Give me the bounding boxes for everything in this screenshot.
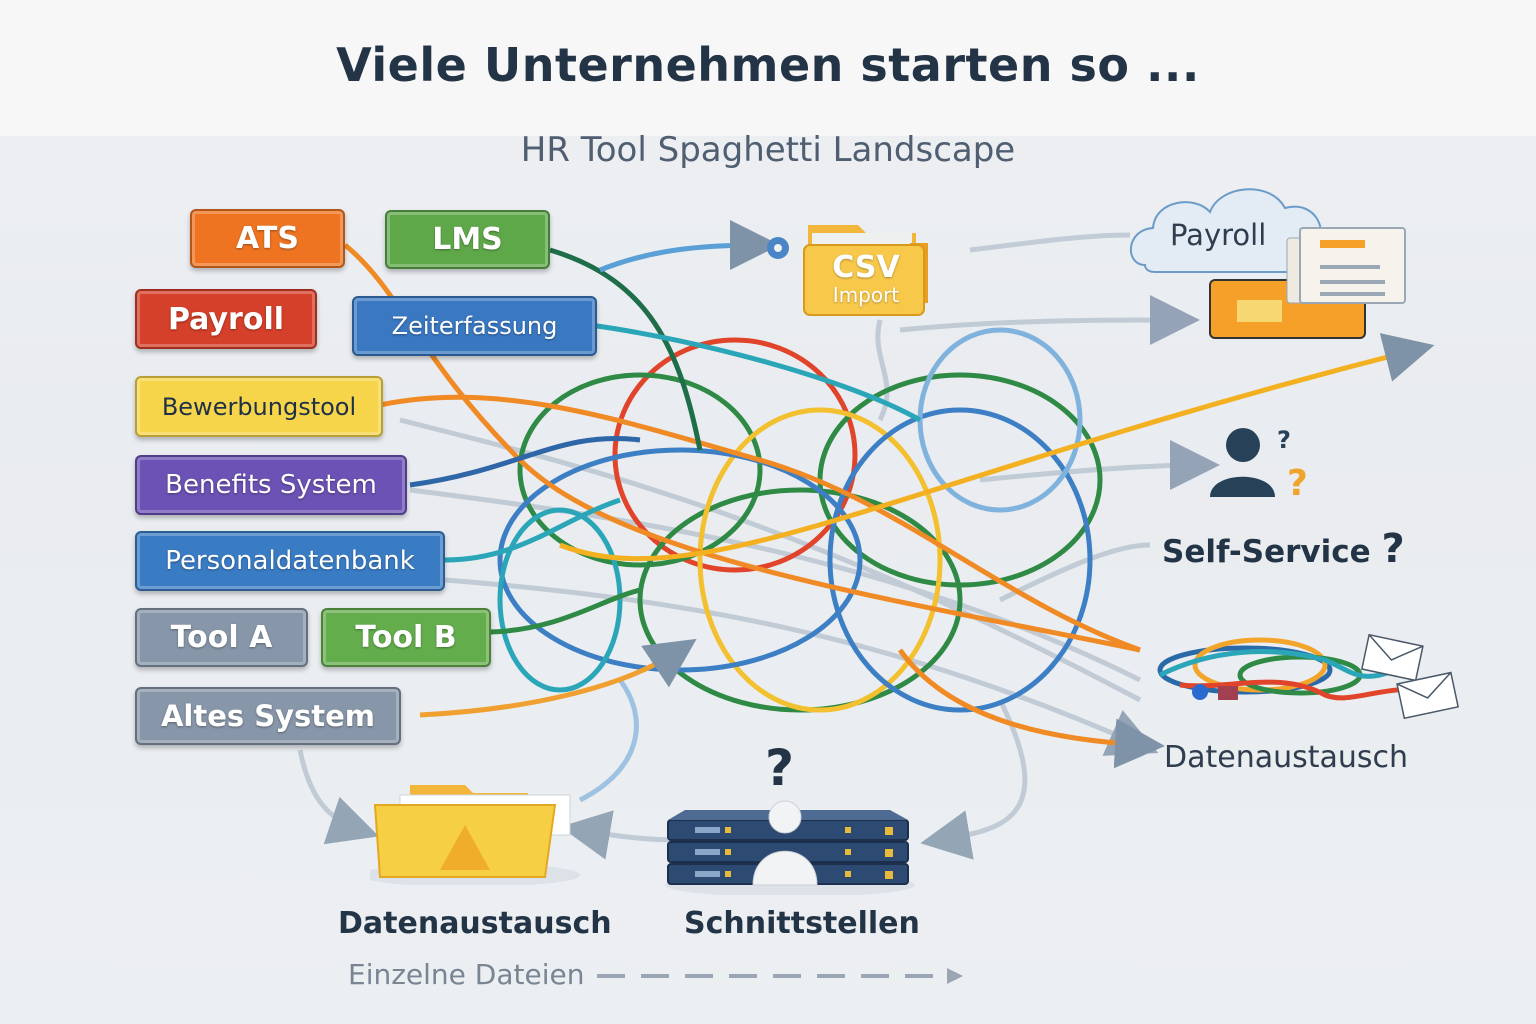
payroll-cloud-icon[interactable] [1125, 180, 1410, 345]
svg-text:?: ? [765, 739, 794, 797]
tool-bewerbungstool[interactable]: Bewerbungstool [135, 376, 383, 437]
tool-lms[interactable]: LMS [385, 210, 550, 269]
wire-loop [517, 372, 763, 568]
csv-label: CSV [832, 250, 900, 285]
tool-altes-system[interactable]: Altes System [135, 687, 401, 745]
wire-loop [497, 507, 623, 693]
dashed-arrow [597, 968, 963, 984]
wire-loop [917, 327, 1083, 513]
wire [419, 638, 697, 718]
wire-loop [637, 487, 963, 713]
wire [899, 295, 1200, 346]
wire [979, 440, 1220, 491]
wire [969, 232, 1131, 253]
tool-zeiterfassung-label: Zeiterfassung [391, 312, 558, 340]
tool-bewerbungstool-label: Bewerbungstool [161, 392, 357, 421]
envelope-icon [1396, 671, 1460, 720]
wire [920, 698, 1028, 860]
wire [409, 435, 641, 488]
tool-personaldatenbank[interactable]: Personaldatenbank [135, 531, 445, 591]
header-band [0, 0, 1536, 136]
tangled-cables-icon [1157, 633, 1460, 720]
wire [297, 749, 379, 845]
svg-text:?: ? [1287, 463, 1308, 504]
self-service-label: Self-Service ? [1162, 526, 1405, 572]
tool-benefits-system[interactable]: Benefits System [135, 455, 407, 515]
wire [578, 678, 639, 803]
question-mark: ? [1381, 526, 1405, 572]
tool-benefits-label: Benefits System [165, 470, 377, 500]
tool-ats[interactable]: ATS [190, 209, 345, 268]
einzelne-dateien-caption: Einzelne Dateien [348, 958, 585, 991]
csv-import-folder[interactable] [760, 215, 945, 320]
wire [444, 577, 1159, 756]
tool-payroll-label: Payroll [167, 301, 285, 337]
tool-payroll[interactable]: Payroll [135, 289, 317, 349]
page-subtitle: HR Tool Spaghetti Landscape [520, 130, 1016, 170]
schnittstellen-label: Schnittstellen [684, 906, 920, 941]
tool-zeiterfassung[interactable]: Zeiterfassung [352, 296, 597, 356]
wire [444, 497, 621, 563]
tool-lms-label: LMS [432, 222, 503, 257]
wire [875, 319, 890, 422]
tool-b-label: Tool B [355, 620, 457, 655]
self-service-text: Self-Service [1162, 534, 1371, 570]
svg-text:?: ? [1277, 426, 1291, 454]
tool-personaldatenbank-label: Personaldatenbank [165, 546, 415, 576]
wire [560, 810, 681, 860]
wire-loop [697, 407, 943, 713]
folder-icon[interactable] [370, 775, 580, 885]
tool-altes-system-label: Altes System [160, 699, 376, 733]
wire-loop [827, 407, 1093, 713]
gear-icon [767, 237, 789, 259]
payroll-cloud-label: Payroll [1170, 218, 1267, 252]
wire [549, 247, 703, 451]
tool-b[interactable]: Tool B [321, 608, 491, 667]
wire [998, 542, 1151, 603]
tool-a[interactable]: Tool A [135, 608, 308, 667]
server-user-icon[interactable]: ? [665, 735, 915, 895]
user-question-icon: ? ? [1210, 426, 1308, 504]
wire [409, 487, 1142, 683]
wire [589, 322, 922, 423]
page-title: Viele Unternehmen starten so ... [336, 38, 1200, 92]
import-label: Import [832, 283, 900, 307]
tool-a-label: Tool A [170, 620, 273, 655]
wire [897, 648, 1165, 769]
datenaustausch-bottom-label: Datenaustausch [338, 906, 612, 941]
wire [489, 587, 641, 635]
wire [379, 394, 1141, 653]
wire [399, 417, 1142, 703]
wire [559, 333, 1435, 562]
tool-ats-label: ATS [236, 221, 299, 256]
wire [599, 220, 780, 273]
datenaustausch-right-label: Datenaustausch [1164, 740, 1409, 775]
envelope-icon [1360, 633, 1424, 682]
